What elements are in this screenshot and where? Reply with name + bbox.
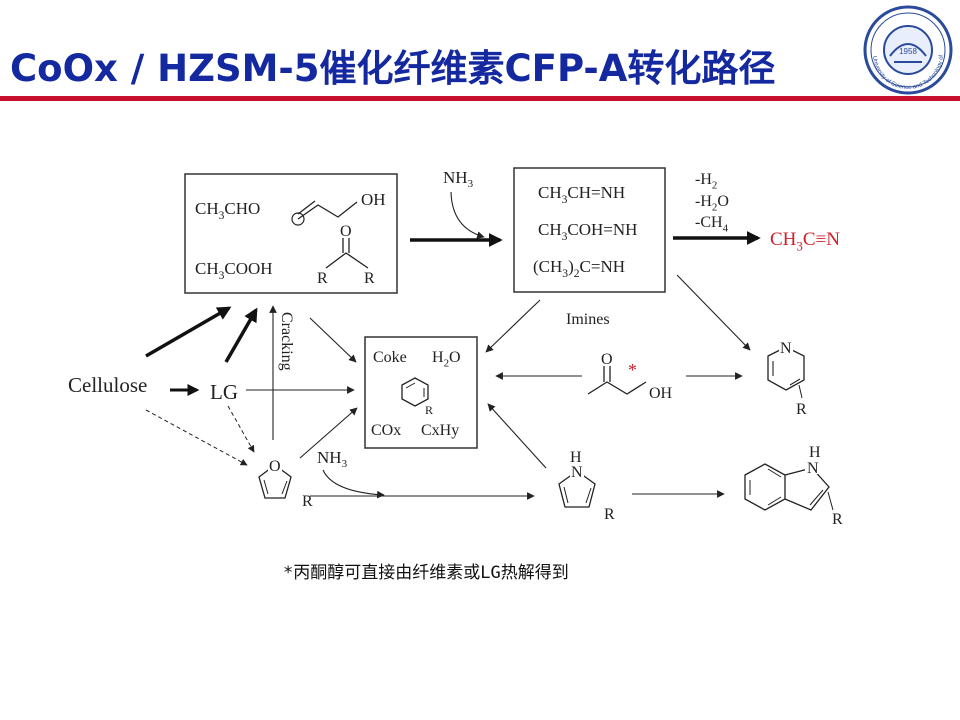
imines-to-coke-arrow [485, 299, 541, 353]
cellulose-to-furan-dashed-arrow [145, 409, 248, 466]
indole-pyrrole-ring [784, 467, 830, 511]
pyrrole-h-label: H [570, 449, 582, 466]
ketone-o-label: O [340, 223, 352, 240]
hydroxyacetone-o-label: O [601, 351, 613, 368]
aromatic-r-label: R [425, 403, 433, 417]
hydroxyacetaldehyde-structure [297, 201, 358, 220]
furan-structure [258, 464, 292, 499]
imines-box [513, 167, 666, 293]
coke-box [364, 336, 478, 449]
slide-title: CoOx / HZSM-5催化纤维素CFP-A转化路径 [10, 47, 776, 90]
indole-h-label: H [809, 444, 821, 461]
pyrrole-to-coke-arrow [487, 403, 547, 469]
cox-label: COx [371, 422, 401, 439]
furan-o-label: O [269, 458, 281, 475]
cracking-label: Cracking [278, 312, 295, 371]
elim-h2o-label: -H2O [695, 193, 729, 213]
ketone-r2-label: R [364, 270, 375, 287]
indole-n-label: N [807, 460, 819, 477]
elim-ch4-label: -CH4 [695, 214, 729, 234]
conversion-pathway-diagram: CH3CHO CH3COOH OH O R R CH3CH=NH CH3COH=… [68, 167, 843, 528]
imine-3-label: (CH3)2C=NH [533, 257, 625, 280]
acetic-acid-label: CH3COOH [195, 259, 273, 282]
university-seal-logo: 1958 University of Science and Technolog… [860, 4, 953, 95]
coke-water-label: H2O [432, 349, 461, 369]
pyridine-n-label: N [780, 340, 792, 357]
lg-label: LG [210, 380, 238, 404]
pyridine-r-label: R [796, 401, 807, 418]
hydroxyacetone-oh-label: OH [649, 385, 673, 402]
cxhy-label: CxHy [421, 422, 459, 439]
aromatic-ring-structure [401, 377, 429, 407]
acetaldehyde-label: CH3CHO [195, 199, 260, 222]
nh3-bottom-label: NH3 [317, 448, 348, 470]
lg-to-furan-dashed-arrow [227, 405, 255, 453]
cellulose-to-oxygenates-arrow [145, 306, 232, 358]
pyrrole-r-label: R [604, 506, 615, 523]
indole-r-label: R [832, 511, 843, 528]
o-atom-ring [291, 212, 305, 226]
furan-r-label: R [302, 493, 313, 510]
lg-to-oxygenates-arrow [224, 307, 258, 363]
coke-label: Coke [373, 349, 407, 366]
acetonitrile-product: CH3C≡N [770, 229, 840, 253]
pyrrole-structure [558, 470, 596, 508]
oxygenates-to-coke-arrow [309, 317, 357, 363]
imine-2-label: CH3COH=NH [538, 220, 637, 243]
indole-benzene-ring [744, 463, 786, 511]
nh3-top-label: NH3 [443, 168, 474, 190]
title-divider [0, 96, 960, 101]
cellulose-label: Cellulose [68, 373, 147, 397]
hydroxyacetone-asterisk: * [628, 360, 637, 380]
oxygenates-box [184, 173, 398, 294]
hydroxy-oh-label: OH [361, 190, 386, 209]
imine-1-label: CH3CH=NH [538, 183, 625, 206]
ketone-r1-label: R [317, 270, 328, 287]
nh3-bottom-arrow [322, 469, 385, 499]
imines-caption: Imines [566, 311, 610, 328]
pyrrole-n-label: N [571, 464, 583, 481]
ketone-structure [325, 252, 369, 269]
footnote: *丙酮醇可直接由纤维素或LG热解得到 [283, 563, 569, 583]
nh3-top-arrow [450, 191, 485, 239]
elim-h2-label: -H2 [695, 171, 717, 191]
hydroxyacetone-structure [587, 381, 647, 395]
logo-year: 1958 [899, 47, 917, 56]
imines-to-pyridine-arrow [676, 274, 751, 351]
furan-to-coke-arrow [299, 407, 358, 459]
